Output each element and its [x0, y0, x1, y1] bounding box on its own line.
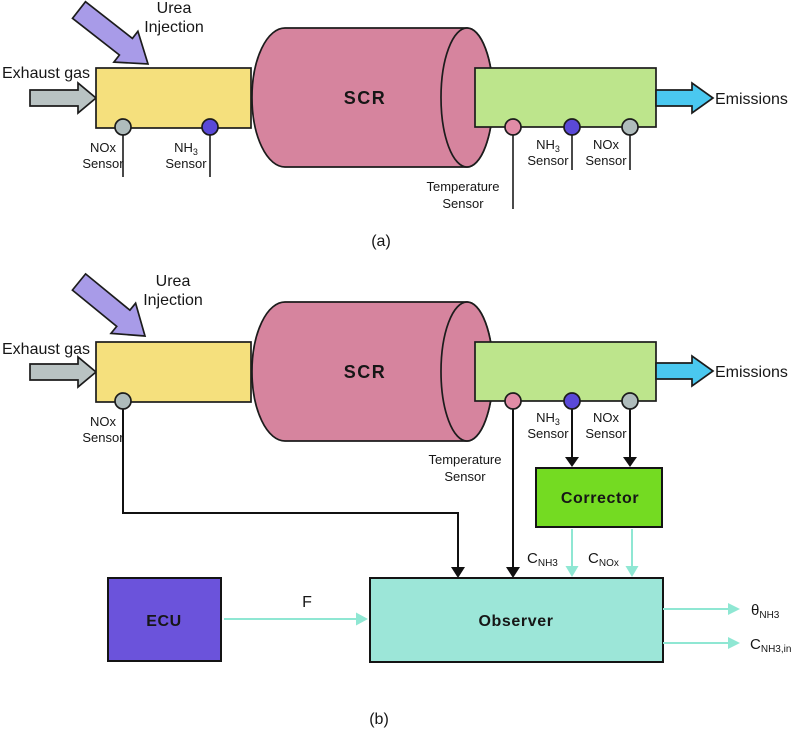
c-nh3-signal-arrowhead — [565, 566, 579, 577]
panel-b-caption: (b) — [369, 711, 389, 728]
nox-in-sensor-dot — [114, 118, 132, 136]
emissions-arrow — [655, 354, 715, 388]
nox-out-sensor-label-line1: NOx — [593, 410, 620, 425]
nh3-out-subscript: 3 — [555, 417, 560, 427]
urea-injection-label-line2: Injection — [143, 292, 203, 309]
c-nox-subscript: NOx — [599, 558, 619, 569]
nh3-out-sensor-dot — [563, 118, 581, 136]
c-nh3-in-output-arrowhead — [728, 637, 740, 649]
urea-injection-label-line2: Injection — [144, 19, 204, 36]
exhaust-gas-label: Exhaust gas — [2, 65, 90, 82]
c-nh3-signal-label: CNH3 — [527, 550, 558, 569]
ecu-label: ECU — [146, 613, 182, 630]
exhaust-gas-arrow — [29, 81, 98, 115]
nh3-out-sensor-label-line2: Sensor — [527, 153, 569, 168]
temp-sensor-label-line1: Temperature — [427, 179, 500, 194]
nh3-in-sensor-label-line1: NH3 — [174, 140, 198, 157]
panel-a: Urea Injection Exhaust gas SCR Emissions… — [2, 0, 788, 250]
nox-out-sensor-label-line2: Sensor — [585, 153, 627, 168]
temp-sensor-dot — [504, 118, 522, 136]
exhaust-gas-arrow — [29, 355, 98, 389]
exhaust-gas-label: Exhaust gas — [2, 341, 90, 358]
nh3-in-sensor-dot — [201, 118, 219, 136]
panel-b: Urea Injection Exhaust gas SCR Emissions… — [2, 272, 791, 728]
emissions-arrow — [655, 81, 715, 115]
nh3-out-main: NH — [536, 137, 555, 152]
temp-sensor-dot — [504, 392, 522, 410]
nh3-out-sensor-label-line1: NH3 — [536, 410, 560, 427]
nh3-out-sensor-dot — [563, 392, 581, 410]
c-nh3-in-subscript: NH3,in — [761, 644, 792, 655]
temp-sensor-label-line2: Sensor — [444, 469, 486, 484]
nh3-in-sensor-label-line2: Sensor — [165, 156, 207, 171]
f-signal-arrowhead — [356, 612, 368, 626]
nox-in-sensor-label-line2: Sensor — [82, 156, 124, 171]
nox-in-to-observer-line — [122, 405, 459, 569]
f-signal-label: F — [302, 594, 312, 611]
nox-in-sensor-dot — [114, 392, 132, 410]
nox-in-sensor-label-line1: NOx — [90, 414, 117, 429]
inlet-pipe — [95, 67, 252, 129]
theta-subscript: NH3 — [759, 610, 779, 621]
c-nh3-in-main: C — [750, 636, 761, 653]
c-nh3-in-output-label: CNH3,in — [750, 636, 791, 655]
nh3-out-sensor-label-line2: Sensor — [527, 426, 569, 441]
urea-injection-arrow — [71, 0, 150, 65]
nh3-in-subscript: 3 — [193, 147, 198, 157]
nox-in-to-observer-arrowhead — [451, 567, 465, 578]
outlet-pipe — [474, 341, 657, 402]
nh3-out-main: NH — [536, 410, 555, 425]
c-nox-signal-label: CNOx — [588, 550, 619, 569]
nox-out-to-corrector-arrowhead — [623, 457, 637, 467]
nh3-out-to-corrector-arrowhead — [565, 457, 579, 467]
c-nox-main: C — [588, 550, 599, 567]
nox-out-sensor-label-line1: NOx — [593, 137, 620, 152]
c-nh3-subscript: NH3 — [538, 558, 558, 569]
nh3-out-sensor-label-line1: NH3 — [536, 137, 560, 154]
nox-out-sensor-dot — [621, 118, 639, 136]
observer-label: Observer — [478, 613, 553, 630]
theta-nh3-output-label: θNH3 — [751, 602, 780, 621]
temp-to-observer-arrowhead — [506, 567, 520, 578]
theta-main: θ — [751, 602, 759, 619]
urea-injection-label-line1: Urea — [156, 273, 191, 290]
nox-in-sensor-label-line1: NOx — [90, 140, 117, 155]
nh3-out-subscript: 3 — [555, 144, 560, 154]
temp-sensor-label-line2: Sensor — [442, 196, 484, 211]
c-nh3-main: C — [527, 550, 538, 567]
urea-injection-arrow — [71, 272, 147, 337]
panel-a-caption: (a) — [371, 233, 391, 250]
urea-injection-label-line1: Urea — [157, 0, 192, 17]
nox-out-sensor-label-line2: Sensor — [585, 426, 627, 441]
theta-nh3-output-arrowhead — [728, 603, 740, 615]
observer-block — [369, 577, 664, 663]
corrector-label: Corrector — [561, 490, 639, 507]
scr-label: SCR — [344, 362, 387, 382]
corrector-block — [535, 467, 663, 528]
outlet-pipe — [474, 67, 657, 128]
temp-sensor-label-line1: Temperature — [429, 452, 502, 467]
scr-label: SCR — [344, 88, 387, 108]
ecu-block — [107, 577, 222, 662]
inlet-pipe — [95, 341, 252, 403]
nox-in-sensor-label-line2: Sensor — [82, 430, 124, 445]
c-nox-signal-arrowhead — [625, 566, 639, 577]
nox-out-sensor-dot — [621, 392, 639, 410]
emissions-label: Emissions — [715, 364, 788, 381]
nh3-in-main: NH — [174, 140, 193, 155]
emissions-label: Emissions — [715, 91, 788, 108]
